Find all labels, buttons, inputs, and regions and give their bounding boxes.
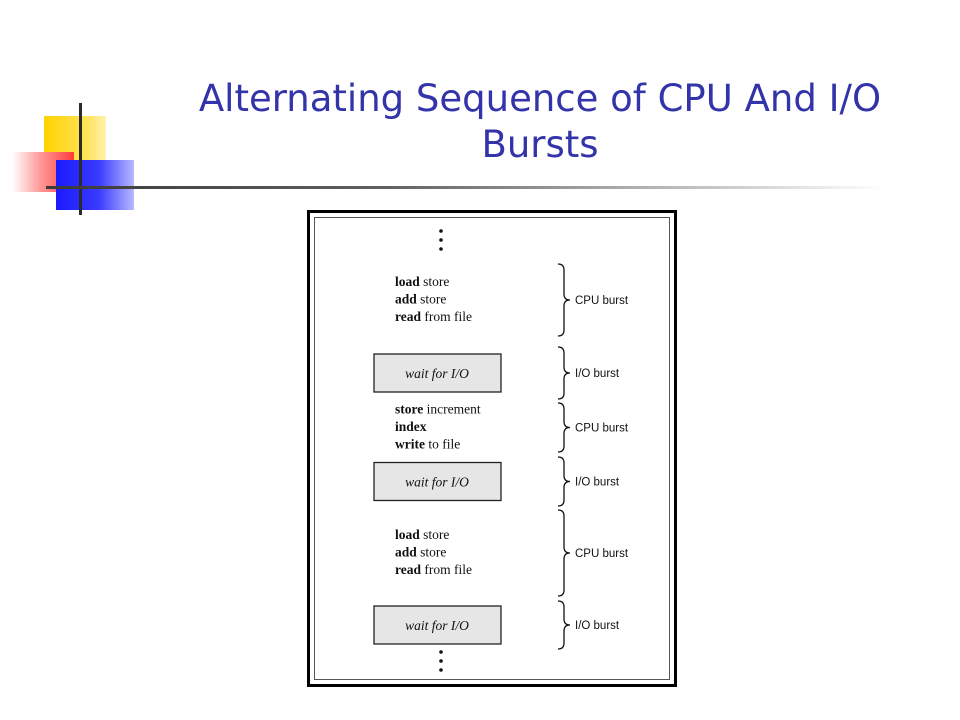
decorative-logo [0,0,140,220]
ellipsis-bottom-dot-2 [439,668,443,672]
burst-brace [557,402,571,453]
burst-label: I/O burst [575,368,620,380]
code-line: store increment [395,401,481,416]
figure-inner-border [314,217,670,680]
code-line: read from file [395,309,472,324]
ellipsis-top-dot-2 [439,247,443,251]
ellipsis-top-dot-0 [439,229,443,233]
wait-box [373,605,502,645]
code-line: add store [395,544,446,559]
burst-label: CPU burst [575,423,629,435]
burst-label: CPU burst [575,295,629,307]
burst-label: CPU burst [575,548,629,560]
code-line: load store [395,274,449,289]
burst-brace [557,263,571,337]
burst-label: I/O burst [575,620,620,632]
blue-square [56,160,134,210]
code-line: write to file [395,436,460,451]
wait-label: wait for I/O [405,366,469,381]
wait-label: wait for I/O [405,475,469,490]
wait-box [373,461,502,502]
ellipsis-bottom-dot-0 [439,650,443,654]
code-line: index [395,419,427,434]
burst-brace [557,509,571,597]
slide-title: Alternating Sequence of CPU And I/O Burs… [198,77,882,166]
burst-label: I/O burst [575,477,620,489]
vertical-rule [79,103,82,215]
code-line: add store [395,291,446,306]
burst-brace [557,600,571,650]
code-line: read from file [395,562,472,577]
code-line: load store [395,527,449,542]
ellipsis-top-dot-1 [439,238,443,242]
wait-box [373,353,502,393]
ellipsis-bottom-dot-1 [439,659,443,663]
wait-label: wait for I/O [405,618,469,633]
title-underline [46,186,886,189]
burst-brace [557,346,571,400]
burst-brace [557,456,571,507]
